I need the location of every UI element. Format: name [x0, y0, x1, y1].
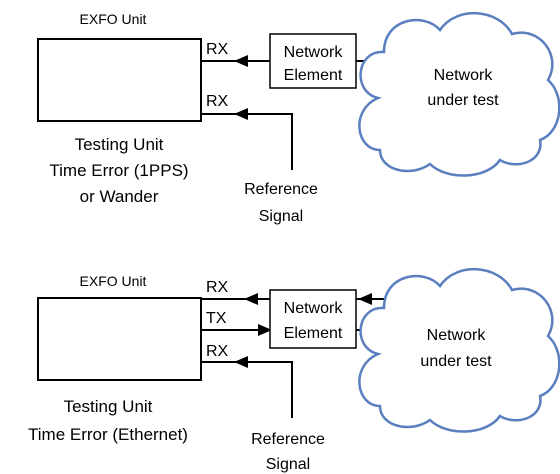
bottom-rx1-arrow-icon — [244, 293, 258, 305]
top-diagram: EXFO Unit RX RX Network Element Network … — [37, 11, 560, 225]
bottom-caption-line2: Time Error (Ethernet) — [28, 425, 188, 444]
top-unit-title: EXFO Unit — [80, 11, 147, 27]
top-rx1-label: RX — [206, 41, 229, 58]
bottom-ne-label-line2: Element — [284, 325, 343, 342]
bottom-unit-title: EXFO Unit — [80, 273, 147, 289]
top-testing-unit-box — [37, 38, 202, 122]
bottom-network-element-box — [269, 289, 357, 349]
bottom-ne-in-arrow-icon — [358, 293, 372, 305]
bottom-testing-unit-box — [37, 297, 202, 381]
bottom-reference-label-line2: Signal — [266, 456, 310, 473]
top-cloud-label-line1: Network — [434, 67, 494, 84]
bottom-rx2-label: RX — [206, 343, 229, 360]
bottom-reference-line — [201, 361, 293, 418]
bottom-reference-label-line1: Reference — [251, 431, 325, 448]
bottom-rx1-label: RX — [206, 279, 229, 296]
top-rx1-arrow-icon — [234, 55, 248, 67]
bottom-cloud-label-line1: Network — [427, 327, 487, 344]
top-reference-label-line1: Reference — [244, 181, 318, 198]
bottom-rx2-arrow-icon — [234, 356, 248, 368]
bottom-caption-line1: Testing Unit — [64, 397, 153, 416]
top-rx2-label: RX — [206, 93, 229, 110]
bottom-network-cloud-icon — [358, 267, 560, 433]
top-ne-label-line2: Element — [284, 67, 343, 84]
bottom-tx-label: TX — [206, 310, 227, 327]
bottom-diagram: EXFO Unit RX TX RX Network Element Netwo… — [28, 267, 560, 473]
top-caption-line1: Testing Unit — [75, 135, 164, 154]
top-caption-line3: or Wander — [80, 187, 159, 206]
top-reference-label-line2: Signal — [259, 208, 303, 225]
top-rx2-arrow-icon — [234, 108, 248, 120]
bottom-tx-arrow-icon — [258, 324, 272, 336]
bottom-cloud-label-line2: under test — [420, 353, 492, 370]
top-reference-line — [201, 113, 293, 170]
top-cloud-label-line2: under test — [427, 92, 499, 109]
top-caption-line2: Time Error (1PPS) — [49, 161, 188, 180]
bottom-ne-label-line1: Network — [284, 300, 344, 317]
top-ne-label-line1: Network — [284, 44, 344, 61]
